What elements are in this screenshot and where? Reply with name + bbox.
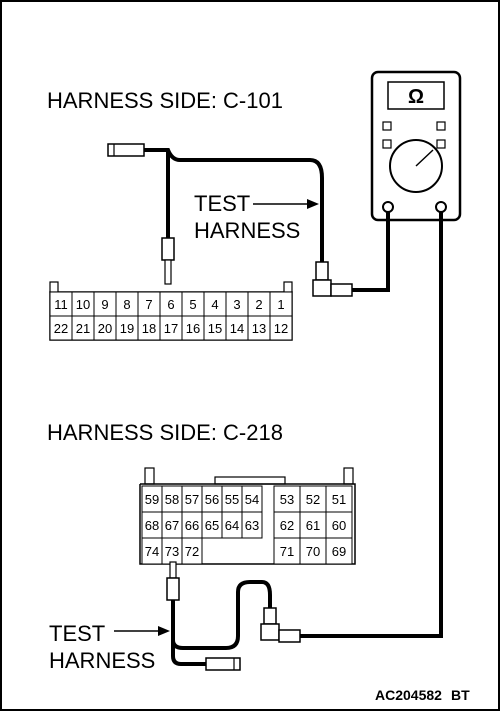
- pin-number: 73: [165, 544, 179, 559]
- bottom-alligator-clip: [205, 657, 241, 671]
- pin-number: 18: [142, 321, 156, 336]
- pin-number: 3: [233, 297, 240, 312]
- connector-cavity: [299, 537, 327, 565]
- meter-lead-right: [300, 212, 443, 638]
- pin-number: 58: [165, 492, 179, 507]
- pin-number: 74: [145, 544, 159, 559]
- c218-lock-center: [214, 476, 286, 485]
- pin-number: 17: [164, 321, 178, 336]
- pin-number: 61: [306, 518, 320, 533]
- pin-number: 70: [306, 544, 320, 559]
- pin-number: 60: [332, 518, 346, 533]
- meter-lead-left: [352, 212, 390, 292]
- c101-title: HARNESS SIDE: C-101: [47, 88, 283, 113]
- pin-number: 67: [165, 518, 179, 533]
- pin-number: 66: [185, 518, 199, 533]
- pin-number: 1: [277, 297, 284, 312]
- c218-lock-right: [343, 467, 354, 485]
- pin-number: 12: [274, 321, 288, 336]
- pin-number: 54: [245, 492, 259, 507]
- pin-number: 21: [76, 321, 90, 336]
- ohmmeter-button-4: [436, 139, 446, 149]
- pin-number: 10: [76, 297, 90, 312]
- pin-number: 65: [205, 518, 219, 533]
- bottom-harness-connector: [260, 607, 301, 643]
- test-harness-bottom-wire: [171, 598, 206, 666]
- c218-body-outline: [139, 483, 356, 565]
- c218-title: HARNESS SIDE: C-218: [47, 420, 283, 445]
- test-harness-bottom-label-line1: TEST: [49, 621, 105, 646]
- pin-number: 7: [145, 297, 152, 312]
- pin-number: 20: [98, 321, 112, 336]
- pin-number: 51: [332, 492, 346, 507]
- pin-number: 62: [280, 518, 294, 533]
- connector-cavity: [269, 315, 293, 341]
- test-harness-top-label-line2: HARNESS: [194, 218, 300, 243]
- test-harness-bottom-arrow: [114, 626, 170, 636]
- pin-number: 72: [185, 544, 199, 559]
- pin-number: 59: [145, 492, 159, 507]
- top-harness-connector: [312, 261, 353, 297]
- test-harness-bottom-loop: [171, 580, 272, 650]
- ohmmeter: Ω: [370, 70, 462, 222]
- ohmmeter-button-3: [436, 121, 446, 131]
- ohmmeter-probe-jack-right: [435, 201, 447, 213]
- connector-cavity: [181, 537, 203, 565]
- c218-pin73-probe: [166, 561, 180, 601]
- pin-number: 14: [230, 321, 244, 336]
- pin-number: 55: [225, 492, 239, 507]
- pin-number: 52: [306, 492, 320, 507]
- c101-pin6-probe: [161, 237, 175, 285]
- ohmmeter-button-1: [382, 121, 392, 131]
- test-harness-top-label-line1: TEST: [194, 191, 250, 216]
- test-harness-top-arrow: [253, 199, 319, 209]
- figure-code: AC204582: [375, 687, 442, 703]
- test-harness-top-wire: [144, 148, 324, 262]
- pin-number: 11: [54, 297, 68, 312]
- pin-number: 68: [145, 518, 159, 533]
- pin-number: 69: [332, 544, 346, 559]
- figure-code-suffix: BT: [451, 687, 470, 703]
- pin-number: 19: [120, 321, 134, 336]
- ohm-symbol: Ω: [408, 86, 424, 108]
- pin-number: 6: [167, 297, 174, 312]
- pin-number: 56: [205, 492, 219, 507]
- pin-number: 57: [185, 492, 199, 507]
- connector-cavity: [241, 511, 263, 539]
- pin-number: 4: [211, 297, 218, 312]
- connector-cavity: [325, 485, 353, 513]
- c218-lock-left: [144, 467, 155, 485]
- test-harness-bottom-label-line2: HARNESS: [49, 648, 155, 673]
- pin-number: 22: [54, 321, 68, 336]
- top-alligator-clip: [107, 143, 145, 157]
- pin-number: 9: [101, 297, 108, 312]
- connector-cavity: [273, 511, 301, 539]
- pin-number: 5: [189, 297, 196, 312]
- pin-number: 15: [208, 321, 222, 336]
- ohmmeter-display: [387, 81, 445, 110]
- connector-cavity: [299, 485, 327, 513]
- c101-lock-right: [283, 281, 293, 293]
- pin-number: 8: [123, 297, 130, 312]
- connector-c218: 59 58 57 56 55 54 68 67 66 65 64 63 74 73 72 53 52 51 62 61…: [139, 467, 356, 565]
- pin-number: 2: [255, 297, 262, 312]
- pin-number: 63: [245, 518, 259, 533]
- ohmmeter-button-2: [382, 139, 392, 149]
- connector-cavity: [325, 537, 353, 565]
- ohmmeter-probe-jack-left: [382, 201, 394, 213]
- c101-lock-left: [49, 281, 59, 293]
- pin-number: 16: [186, 321, 200, 336]
- ohmmeter-dial-pointer: [415, 149, 434, 167]
- pin-number: 71: [280, 544, 294, 559]
- pin-number: 53: [280, 492, 294, 507]
- pin-number: 13: [252, 321, 266, 336]
- pin-number: 64: [225, 518, 239, 533]
